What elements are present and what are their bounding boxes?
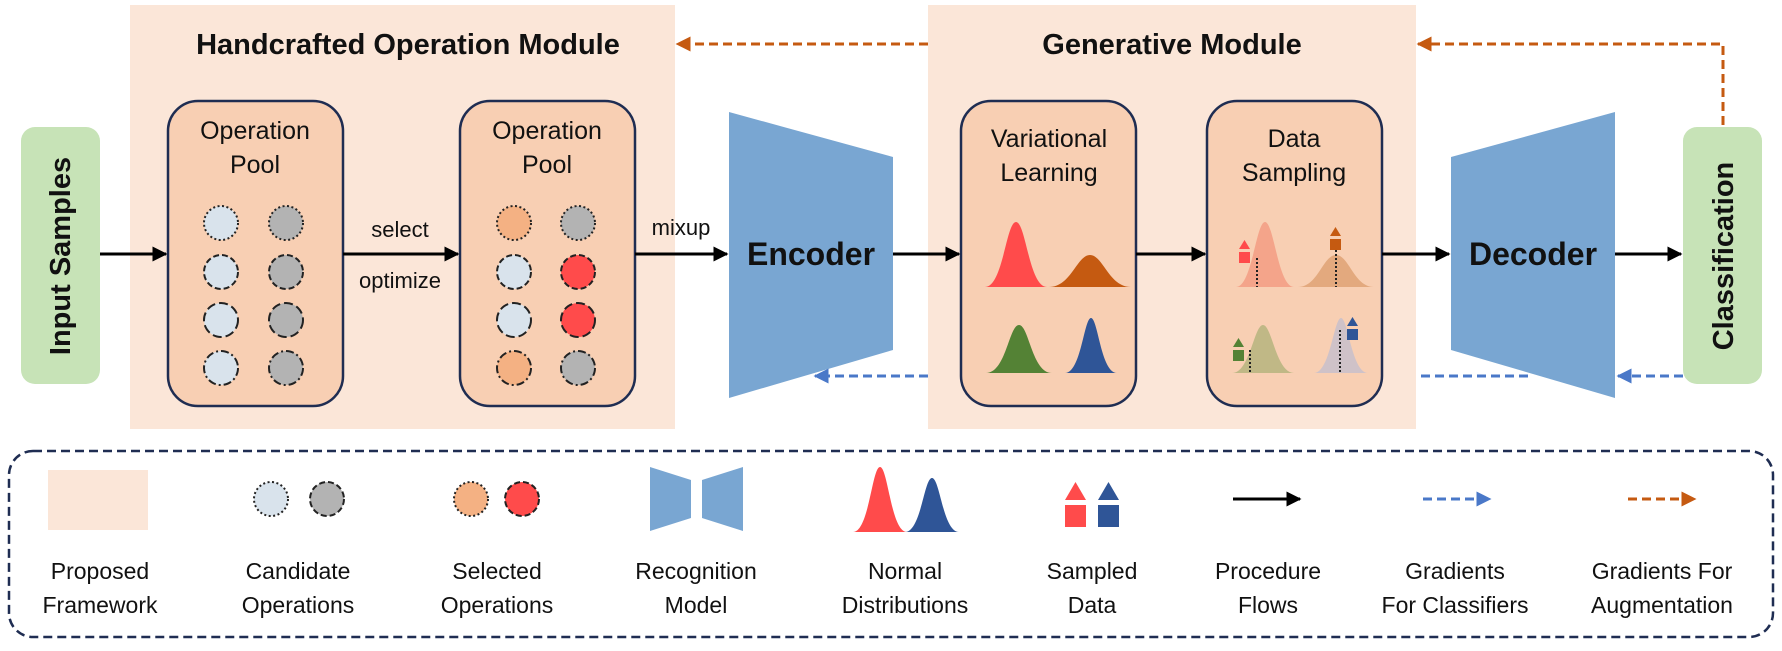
legend-swatch-sampled-triangle-red [1065,482,1086,500]
sample-triangle-green [1233,338,1244,347]
sample-square-red [1239,252,1250,263]
candidate-operation [496,302,532,338]
legend-swatch-recognition-right [702,467,743,531]
legend-label: Flows [1238,592,1298,618]
legend-label: Framework [42,592,158,618]
legend-label: Gradients [1405,558,1505,584]
candidate-operation [203,205,239,241]
candidate-operation [203,302,239,338]
sampled-distribution-green [1232,325,1294,373]
candidate-operation [268,254,304,290]
select-label: select [371,217,428,242]
legend-label: Normal [868,558,942,584]
legend-swatch-framework [48,470,148,530]
decoder-label: Decoder [1469,236,1597,272]
candidate-operation [560,350,596,386]
optimize-label: optimize [359,268,441,293]
legend-swatch-candidate-light [253,481,289,517]
legend-swatches [48,467,1697,532]
sample-triangle-orange [1330,227,1341,236]
legend-label: Data [1068,592,1117,618]
legend-label: Operations [441,592,554,618]
sample-square-blue [1347,329,1358,340]
legend-label: Augmentation [1591,592,1733,618]
selected-operations-grid [496,205,596,386]
candidate-operation [496,254,532,290]
classification-node [1683,127,1762,384]
sampled-distributions [1232,222,1374,373]
legend-swatch-candidate-gray [309,481,345,517]
selected-operation [496,350,532,386]
orange-gradient-right [1416,36,1725,125]
input-samples-label: Input Samples [45,157,77,355]
legend-label: Procedure [1215,558,1321,584]
encoder-shape [729,112,893,398]
variational-distributions [985,222,1131,373]
classification-label: Classification [1708,162,1740,351]
handcrafted-module-title: Handcrafted Operation Module [196,29,620,61]
normal-distribution-orange [1049,255,1131,287]
selected-operation [560,302,596,338]
decoder-shape [1451,112,1615,398]
sampled-distribution-red [1236,222,1294,287]
candidate-operation [268,350,304,386]
candidate-operation [560,205,596,241]
legend-label: Proposed [51,558,149,584]
legend-swatch-selected-orange [453,481,489,517]
sample-square-orange [1330,239,1341,250]
operation-pool-right-title-1: Operation [492,117,602,145]
legend-swatch-sampled-triangle-blue [1098,482,1119,500]
legend-swatch-sampled-square-red [1065,505,1086,527]
legend-swatch-selected-red [504,481,540,517]
gradients-for-augmentation [675,36,1725,125]
candidate-operations-grid [203,205,304,386]
legend-label: Candidate [246,558,351,584]
encoder-label: Encoder [747,236,875,272]
sample-square-green [1233,350,1244,361]
operation-pool-left-title-1: Operation [200,117,310,145]
legend-labels: Proposed Framework Candidate Operations … [42,558,1732,618]
legend-swatch-normal-red [853,467,907,532]
candidate-operation [203,350,239,386]
variational-learning-title-1: Variational [991,125,1107,153]
selected-operation [496,205,532,241]
legend-label: Sampled [1047,558,1138,584]
generative-module-title: Generative Module [1042,29,1301,61]
normal-distribution-red [985,222,1047,287]
legend-swatch-sampled-square-blue [1098,505,1119,527]
legend-label: Recognition [635,558,756,584]
data-sampling-title-1: Data [1268,125,1321,153]
variational-learning-title-2: Learning [1000,159,1097,187]
operation-pool-left [166,99,345,408]
data-sampling-title-2: Sampling [1242,159,1346,187]
operation-pool-left-title-2: Pool [230,151,280,179]
legend-label: For Classifiers [1382,592,1529,618]
sample-triangle-red [1239,240,1250,249]
operation-pool-right [458,99,637,408]
mixup-label: mixup [652,215,711,240]
normal-distribution-green [986,325,1052,373]
legend-label: Model [665,592,728,618]
operation-pool-right-title-2: Pool [522,151,572,179]
selected-operation [560,254,596,290]
sampled-distribution-blue [1314,318,1368,373]
candidate-operation [268,302,304,338]
candidate-operation [268,205,304,241]
legend-label: Operations [242,592,355,618]
normal-distribution-blue [1065,318,1117,373]
legend-swatch-normal-blue [905,478,959,532]
legend-frame [7,449,1775,639]
sample-triangle-blue [1347,317,1358,326]
input-samples-node [21,127,100,384]
legend-label: Gradients For [1592,558,1733,584]
legend-swatch-recognition-left [650,467,691,531]
legend-label: Distributions [842,592,969,618]
candidate-operation [203,254,239,290]
legend-label: Selected [452,558,542,584]
